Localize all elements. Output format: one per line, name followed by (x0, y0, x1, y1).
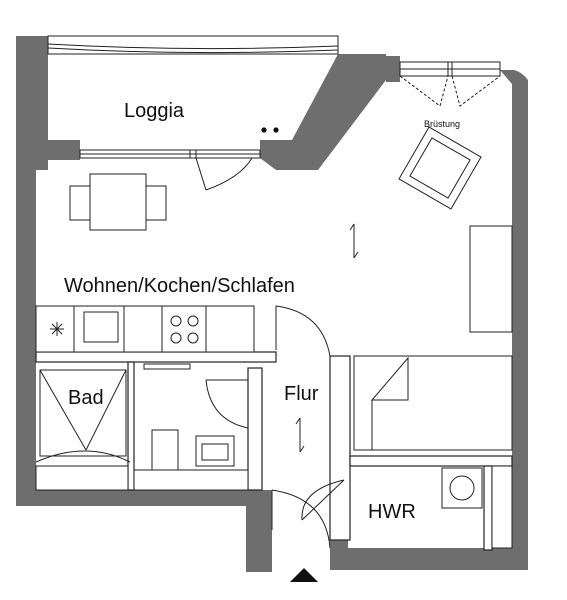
living-door (275, 305, 331, 357)
shower-tray (35, 369, 131, 463)
loggia-dot (273, 127, 279, 133)
wall-bath-right (127, 361, 135, 491)
table-icon (89, 173, 147, 231)
wall-hwr-right (483, 465, 493, 551)
room-label-hwr: HWR (368, 501, 416, 523)
bath-door (205, 379, 249, 429)
wall-entrance-right (330, 540, 348, 570)
wall-bottom-left (16, 490, 270, 506)
wall-flur-right (329, 355, 351, 541)
loggia-railing (47, 35, 339, 55)
loggia-glazing (79, 149, 261, 191)
exterior-walls (16, 36, 528, 572)
wall-kitchen-bath (35, 351, 277, 363)
loggia-dot (261, 127, 267, 133)
stair-arrow-icon (349, 223, 359, 259)
hwr-shelf (491, 465, 513, 549)
wall-flur-left (247, 367, 263, 491)
dining-table (69, 173, 167, 231)
north-entrance-arrow-icon (290, 568, 318, 582)
armchair-icon (398, 126, 482, 210)
bed (353, 355, 513, 451)
window-top-right (399, 61, 501, 107)
wall-right (500, 70, 528, 570)
wall-entrance-left (246, 490, 272, 572)
room-label-loggia: Loggia (124, 100, 185, 122)
interior-walls (35, 351, 513, 551)
chair-icon (145, 185, 167, 221)
wall-bottom-right (330, 548, 528, 570)
hwr-door (301, 479, 345, 521)
room-label-flur: Flur (284, 383, 319, 405)
chair-icon (69, 185, 91, 221)
wardrobe (469, 225, 513, 333)
entrance-door (271, 489, 331, 549)
wall-loggia-stub (36, 140, 80, 160)
washer-icon (441, 467, 483, 509)
bruestung-label: Brüstung (424, 119, 460, 129)
wall-top-pier (386, 56, 400, 82)
toilet-icon (151, 429, 179, 471)
wall-hwr-top (349, 455, 513, 467)
bath-fixtures (133, 429, 249, 491)
kitchen-counter (35, 305, 255, 353)
sink-icon (83, 311, 119, 343)
wall-loggia-diagonal (260, 54, 386, 170)
room-label-wohnen: Wohnen/Kochen/Schlafen (64, 275, 295, 297)
stair-arrow-icon (295, 417, 305, 453)
hob-icon (170, 315, 199, 344)
extractor-icon (50, 322, 64, 336)
vent-grille (143, 363, 191, 370)
room-label-bad: Bad (68, 387, 104, 409)
bath-cabinet (35, 465, 129, 491)
wall-left (16, 152, 36, 506)
